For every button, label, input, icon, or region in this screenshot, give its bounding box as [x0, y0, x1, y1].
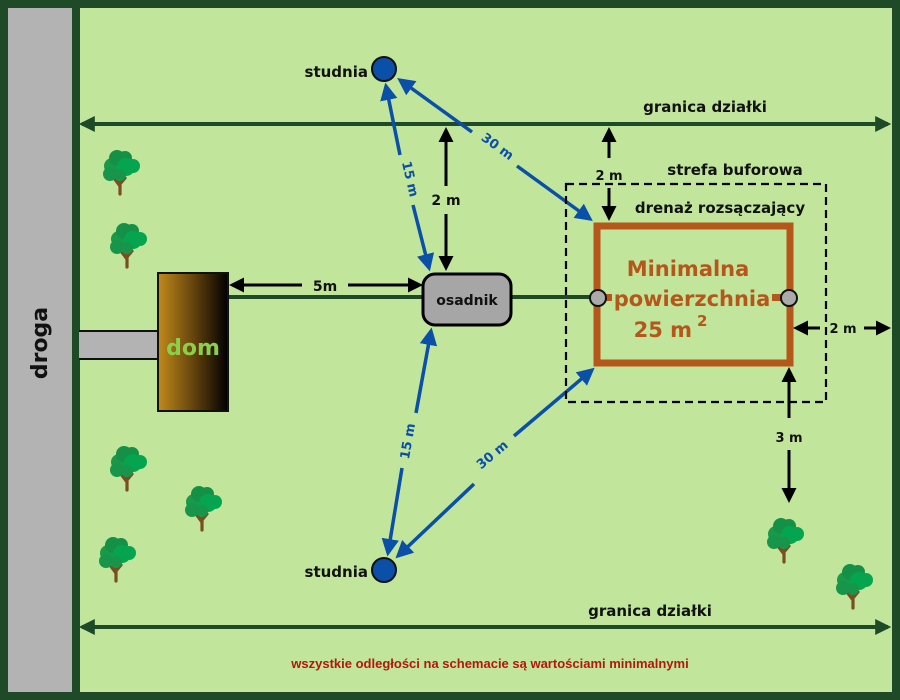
distance-drain-tree: 3 m	[775, 431, 802, 446]
drainage-area-line2: powierzchnia	[614, 287, 771, 311]
drainage-label: drenaż rozsączający	[635, 199, 805, 217]
distance-buffer-top-boundary: 2 m	[595, 169, 622, 184]
distance-arrow-tank-well-bottom-a	[414, 327, 438, 414]
distance-arrow-drain-well-top-b	[515, 164, 593, 222]
buffer-zone	[564, 182, 828, 404]
distance-arrow-tank-well-top-a	[380, 82, 402, 156]
road-label: droga	[28, 307, 53, 379]
house	[157, 272, 229, 412]
distance-tank-boundary: 2 m	[431, 193, 460, 209]
drainage-area-exponent: 2	[697, 312, 707, 330]
driveway	[79, 330, 159, 360]
distance-arrow-tank-well-top-b	[411, 204, 435, 272]
bottom-boundary-label: granica działki	[588, 602, 712, 620]
distance-arrow-drain-well-bottom-a	[512, 367, 595, 438]
well-top	[371, 56, 397, 82]
buffer-zone-label: strefa buforowa	[667, 161, 802, 179]
distance-arrow-drain-well-top-a	[397, 77, 474, 134]
distance-arrow-tank-well-bottom-b	[381, 467, 404, 557]
well-bottom	[371, 557, 397, 583]
distance-buffer-right-boundary: 2 m	[829, 322, 856, 337]
well-top-label: studnia	[305, 63, 368, 81]
well-bottom-label: studnia	[305, 563, 368, 581]
top-boundary-label: granica działki	[643, 98, 767, 116]
drainage-area-line1: Minimalna	[627, 257, 750, 281]
road	[8, 8, 72, 692]
distance-arrow-drain-well-bottom-b	[395, 482, 476, 559]
distance-house-tank: 5m	[313, 279, 337, 295]
drainage-area-value: 25 m	[634, 318, 692, 342]
footer-note: wszystkie odległości na schemacie są war…	[290, 656, 688, 671]
septic-tank-label: osadnik	[436, 293, 498, 309]
drain-inlet	[589, 289, 607, 307]
distance-tank-well-bottom: 15 m	[398, 422, 419, 460]
septic-tank	[421, 272, 513, 327]
house-label: dom	[166, 336, 220, 361]
drain-outlet	[780, 289, 798, 307]
